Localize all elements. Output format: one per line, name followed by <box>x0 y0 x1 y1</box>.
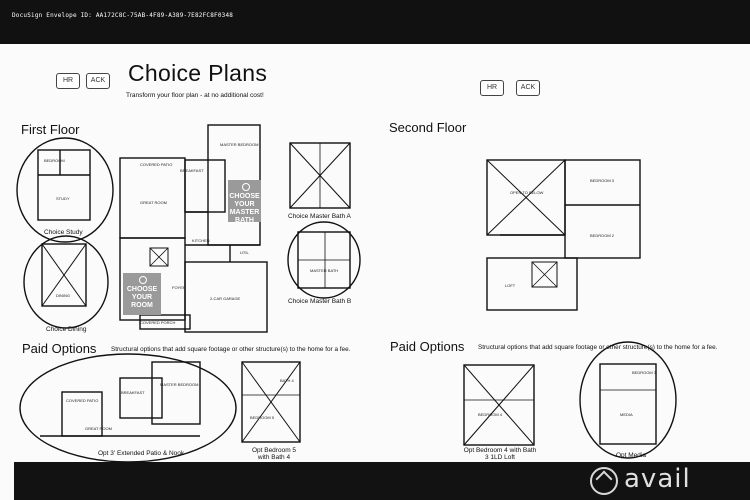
room-label: BEDROOM 3 <box>632 370 657 375</box>
caption-choice-study: Choice Study <box>44 229 83 236</box>
media-option-ellipse <box>579 341 677 459</box>
room-label: BREAKFAST <box>121 390 145 395</box>
room-label: COVERED PATIO <box>140 162 173 167</box>
watermark-text: avail <box>624 464 691 494</box>
room-label: UTIL <box>240 250 249 255</box>
caption-bedroom5: Opt Bedroom 5 with Bath 4 <box>251 447 297 461</box>
caption-media: Opt Media <box>616 452 646 459</box>
room-label: GREAT ROOM <box>85 426 112 431</box>
caption-bath-b: Choice Master Bath B <box>288 298 352 305</box>
study-option-plan <box>37 149 91 221</box>
room-label: FOYER <box>172 285 186 290</box>
porch-wall <box>139 314 191 330</box>
room-label: MASTER BEDROOM <box>160 382 199 387</box>
choose-room-overlay: CHOOSE YOUR ROOM <box>123 273 161 315</box>
choice-icon <box>139 276 147 284</box>
initial-stamp: HR <box>56 73 80 89</box>
avail-house-icon <box>590 467 618 495</box>
room-label: 2-CAR GARAGE <box>210 296 241 301</box>
great-room-wall <box>119 157 186 239</box>
room-label: MASTER BATH <box>310 268 339 273</box>
room-label: OPEN TO BELOW <box>510 190 544 195</box>
top-scan-bar: DocuSign Envelope ID: AA172C8C-75AB-4F89… <box>0 0 750 44</box>
patio-nook-ellipse <box>19 353 237 463</box>
opt-breakfast-plan <box>119 377 163 419</box>
loft-wall <box>486 257 578 311</box>
room-label: LOFT <box>505 283 516 288</box>
paid-options-note-left: Structural options that add square foota… <box>111 346 351 353</box>
caption-bath-a: Choice Master Bath A <box>288 213 351 220</box>
study-option-ellipse <box>16 137 114 243</box>
initial-stamp: HR <box>480 80 504 96</box>
caption-choice-dining: Choice Dining <box>46 326 87 333</box>
paid-options-heading-left: Paid Options <box>22 341 97 356</box>
room-label: BATH 4 <box>280 378 294 383</box>
room-label: BEDROOM 3 <box>590 178 615 183</box>
room-label: DINING <box>56 293 70 298</box>
room-label: BEDROOM 4 <box>478 412 503 417</box>
page-title: Choice Plans <box>128 60 268 86</box>
room-label: KITCHEN <box>192 238 210 243</box>
second-floor-heading: Second Floor <box>389 120 467 135</box>
page-subtitle: Transform your floor plan - at no additi… <box>126 92 264 99</box>
first-floor-heading: First Floor <box>21 122 80 137</box>
room-label: BEDROOM <box>44 158 65 163</box>
caption-bedroom4: Opt Bedroom 4 with Bath 3 1LD Loft <box>463 447 537 461</box>
room-label: COVERED PORCH <box>140 320 176 325</box>
envelope-id: DocuSign Envelope ID: AA172C8C-75AB-4F89… <box>12 12 234 19</box>
choose-bath-overlay: CHOOSE YOUR MASTER BATH <box>228 180 261 224</box>
paid-options-note-right: Structural options that add square foota… <box>478 344 718 351</box>
room-label: GREAT ROOM <box>140 200 167 205</box>
dining-option-plan <box>41 243 87 307</box>
caption-patio-nook: Opt 3' Extended Patio & Nook <box>98 450 185 457</box>
bottom-scan-bar <box>14 462 750 500</box>
bath-b-ellipse <box>287 221 361 299</box>
initial-stamp: ACK <box>86 73 110 89</box>
opt-bedroom4-plan <box>463 364 535 446</box>
room-label: BEDROOM 5 <box>250 415 275 420</box>
bedrooms-wall <box>564 159 641 259</box>
room-label: BREAKFAST <box>180 168 204 173</box>
room-label: MEDIA <box>620 412 633 417</box>
garage-wall <box>184 261 268 333</box>
choice-icon <box>241 183 250 191</box>
room-label: STUDY <box>56 196 70 201</box>
opt-master-plan <box>151 361 201 425</box>
dining-option-ellipse <box>23 235 109 329</box>
opt-bedroom5-plan <box>241 361 301 443</box>
room-label: BEDROOM 2 <box>590 233 615 238</box>
opt-media-plan <box>599 363 657 445</box>
room-label: COVERED PATIO <box>66 398 99 403</box>
paid-options-heading-right: Paid Options <box>390 339 465 354</box>
room-label: MASTER BEDROOM <box>220 142 259 147</box>
watermark-logo: avail <box>590 462 740 500</box>
initial-stamp: ACK <box>516 80 540 96</box>
